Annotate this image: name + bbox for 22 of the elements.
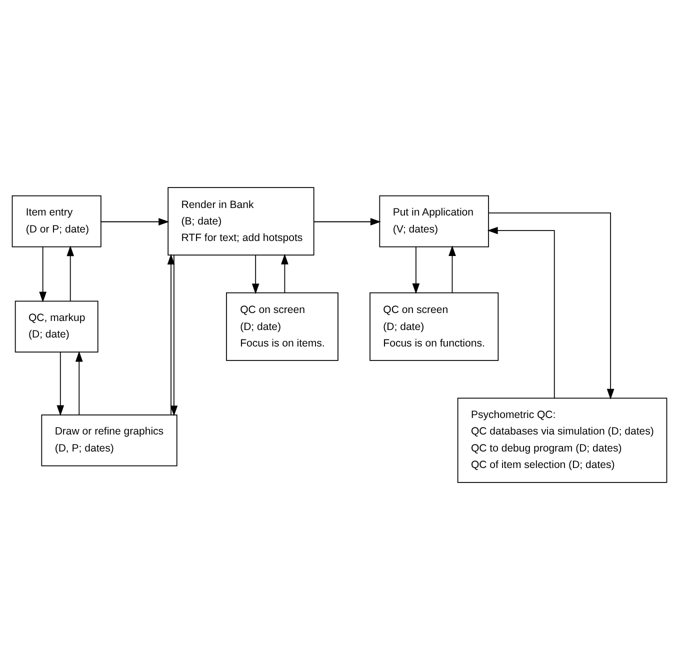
node-box: Item entry (D or P; date) <box>12 195 102 248</box>
arrow <box>314 218 381 226</box>
node-box: Render in Bank (B; date) RTF for text; add hotspots <box>168 187 314 256</box>
arrow <box>487 226 555 399</box>
node-box: Draw or refine graphics (D, P; dates) <box>41 414 178 466</box>
arrow <box>100 218 170 226</box>
arrow <box>167 254 175 416</box>
arrow <box>66 246 74 302</box>
arrow <box>412 246 420 294</box>
arrow <box>448 245 456 294</box>
node-box: QC on screen (D; date) Focus is on functions. <box>370 292 499 361</box>
arrow <box>39 246 47 302</box>
node-box: QC, markup (D; date) <box>14 300 98 353</box>
node-box: QC on screen (D; date) Focus is on items. <box>226 292 338 361</box>
arrow <box>252 254 260 294</box>
arrow <box>56 352 64 416</box>
node-box: Psychometric QC: QC databases via simulation (D; dates) QC to debug program (D; dates) QC of item selection (D; dates) <box>457 398 668 483</box>
node-box: Put in Application (V; dates) <box>379 195 489 248</box>
arrow <box>170 254 178 416</box>
arrow <box>488 212 614 400</box>
arrow <box>75 351 83 416</box>
arrow <box>281 254 288 294</box>
